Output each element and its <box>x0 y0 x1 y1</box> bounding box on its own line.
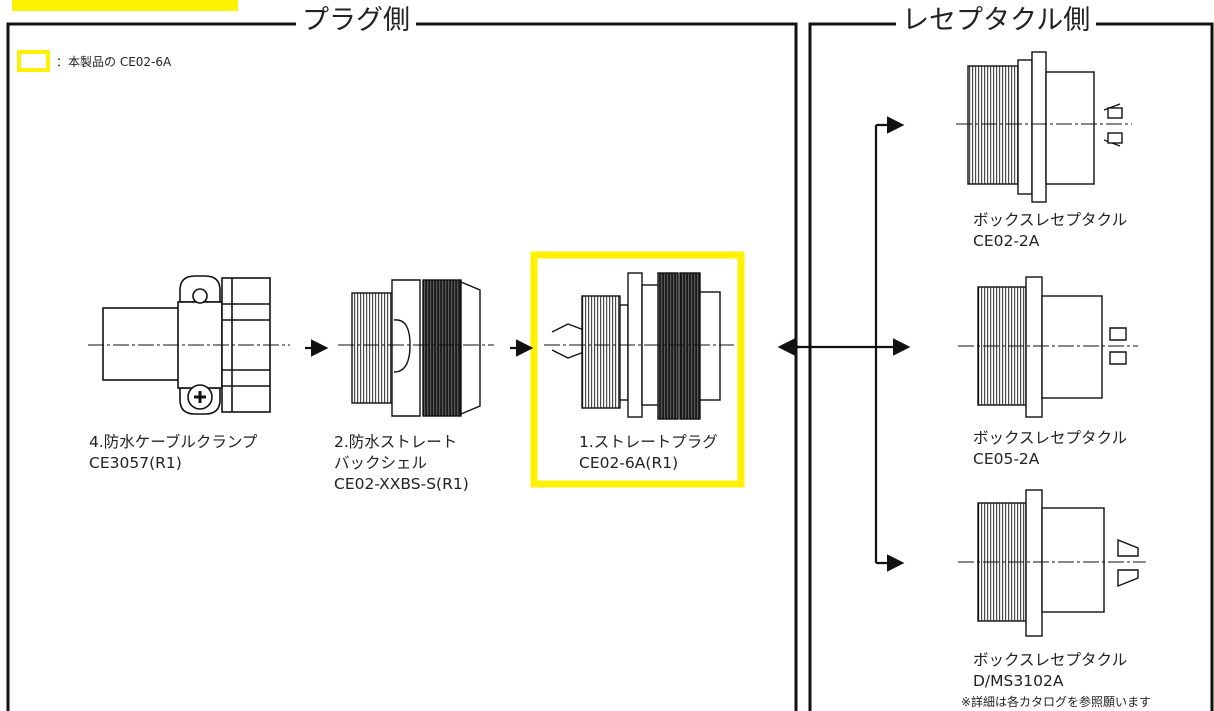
receptacle-ce05-2a-label: ボックスレセプタクル CE05-2A <box>973 428 1127 470</box>
receptacle-ce02-2a-label: ボックスレセプタクル CE02-2A <box>973 210 1127 252</box>
receptacle-ce02-2a-drawing <box>967 51 1123 203</box>
legend-swatch <box>17 50 50 72</box>
straight-plug-drawing <box>551 272 721 420</box>
backshell-label-line3: CE02-XXBS-S(R1) <box>334 475 469 493</box>
plug-side-title: プラグ側 <box>296 3 416 39</box>
straight-plug-label: 1.ストレートプラグ CE02-6A(R1) <box>579 432 718 474</box>
legend-text: ：本製品の CE02-6A <box>56 55 172 69</box>
mating-arrows <box>777 116 911 572</box>
receptacle-ce02-2a-label-line1: ボックスレセプタクル <box>973 211 1128 229</box>
center-lines <box>88 123 1146 563</box>
straight-plug-label-line2: CE02-6A(R1) <box>579 454 679 472</box>
receptacle-ce02-2a-label-line2: CE02-2A <box>973 232 1040 250</box>
receptacle-ms3102a-drawing <box>977 489 1139 637</box>
cable-clamp-label: 4.防水ケーブルクランプ CE3057(R1) <box>89 432 257 474</box>
receptacle-ce05-2a-label-line1: ボックスレセプタクル <box>973 429 1128 447</box>
receptacle-ms3102a-label: ボックスレセプタクル D/MS3102A <box>973 650 1127 692</box>
product-highlight-box <box>530 251 745 488</box>
backshell-label-line1: 2.防水ストレート <box>334 433 458 451</box>
receptacle-ce05-2a-label-line2: CE05-2A <box>973 450 1040 468</box>
backshell-label: 2.防水ストレート バックシェル CE02-XXBS-S(R1) <box>334 432 469 495</box>
cable-clamp-label-line2: CE3057(R1) <box>89 454 182 472</box>
backshell-label-line2: バックシェル <box>334 454 428 472</box>
receptacle-ms3102a-label-line2: D/MS3102A <box>973 672 1064 690</box>
receptacle-ms3102a-label-line1: ボックスレセプタクル <box>973 651 1128 669</box>
catalog-footnote: ※詳細は各カタログを参照願います <box>961 695 1152 709</box>
cable-clamp-label-line1: 4.防水ケーブルクランプ <box>89 433 258 451</box>
receptacle-side-title: レセプタクル側 <box>896 3 1097 39</box>
backshell-drawing <box>351 279 481 417</box>
receptacle-ce05-2a-drawing <box>977 276 1127 418</box>
top-highlight-strip <box>12 0 238 11</box>
straight-plug-label-line1: 1.ストレートプラグ <box>579 433 718 451</box>
